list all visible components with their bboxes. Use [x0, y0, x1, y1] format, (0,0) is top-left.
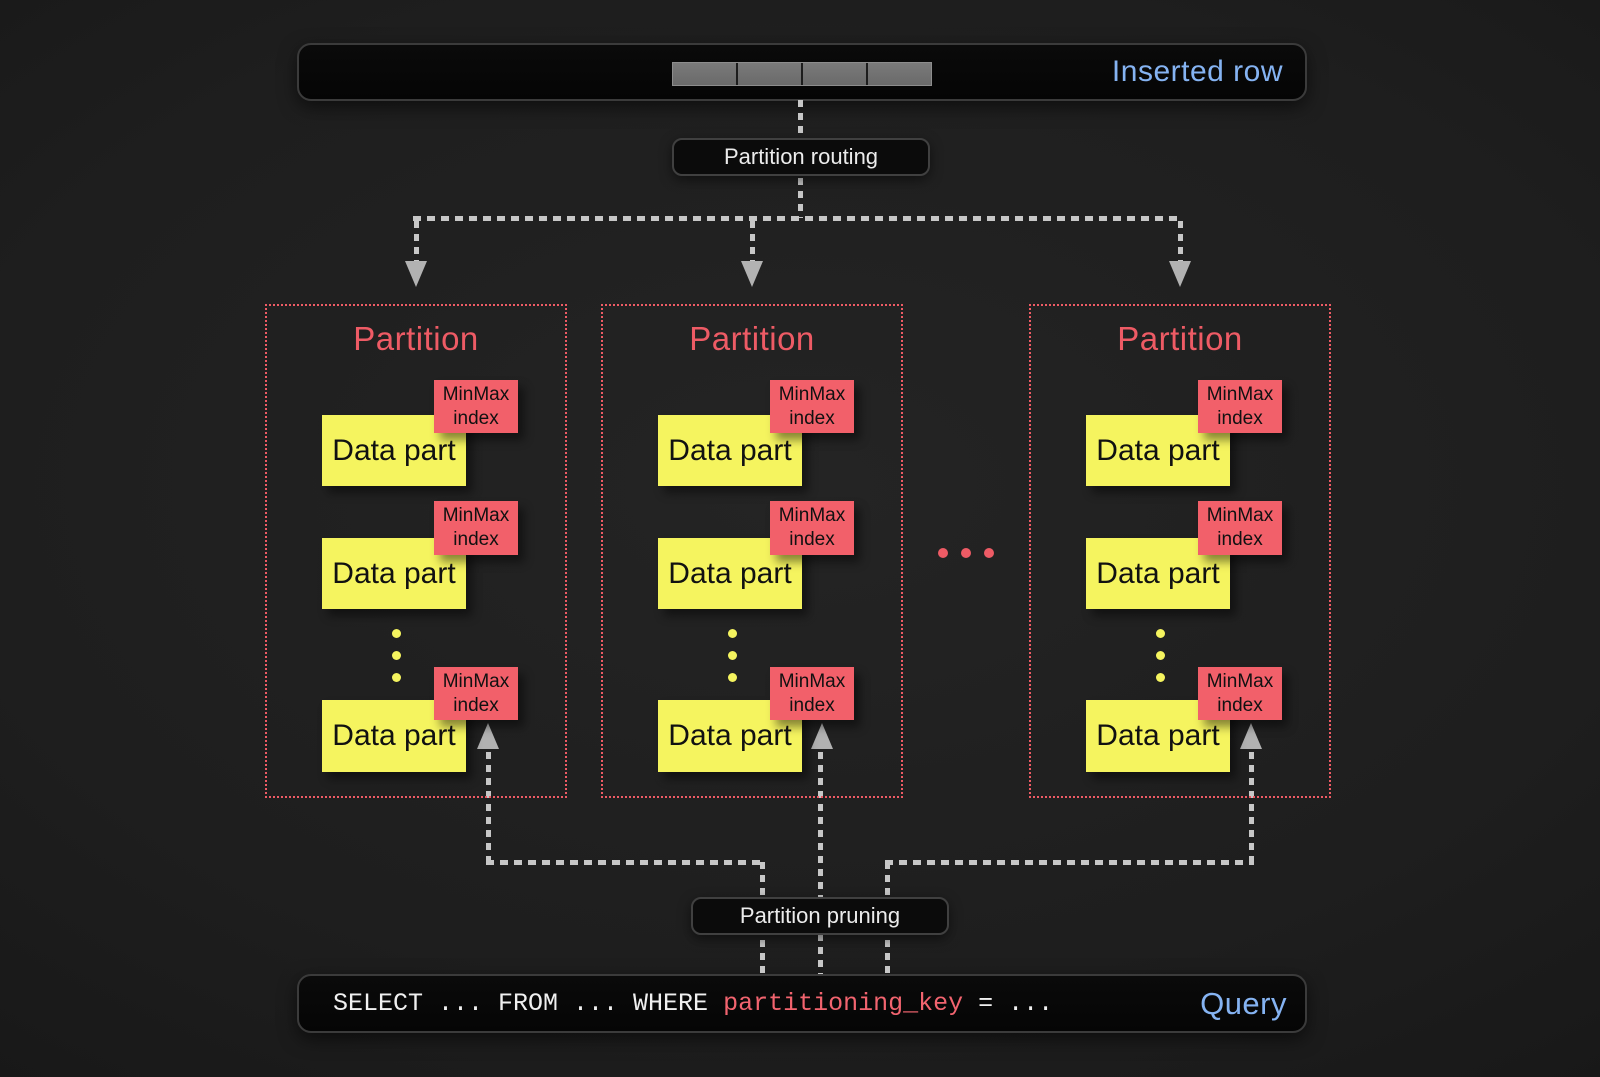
pruning-line-right-vertical [1249, 752, 1254, 864]
arrow-down-icon [405, 261, 427, 287]
more-partitions-ellipsis [938, 548, 994, 558]
row-cell [738, 63, 801, 85]
arrow-up-icon [811, 723, 833, 749]
inserted-row-label: Inserted row [1111, 55, 1283, 88]
arrow-up-icon [477, 723, 499, 749]
minmax-index-badge: MinMax index [1198, 501, 1282, 555]
partition-box: Partition Data part MinMax index Data pa… [265, 304, 567, 798]
inserted-row-panel: Inserted row [297, 43, 1307, 101]
pruning-line-left-horizontal [486, 860, 765, 865]
partition-title: Partition [689, 320, 815, 357]
pruning-line-left-vertical [486, 752, 491, 864]
arrow-down-icon [741, 261, 763, 287]
sql-prefix: SELECT ... FROM ... WHERE [333, 989, 724, 1018]
row-cell [868, 63, 931, 85]
minmax-index-badge: MinMax index [770, 380, 854, 433]
row-cell [673, 63, 736, 85]
minmax-index-badge: MinMax index [770, 667, 854, 720]
more-parts-ellipsis [392, 629, 401, 695]
data-part-box: Data part [322, 700, 466, 772]
query-label: Query [1200, 985, 1287, 1021]
minmax-index-badge: MinMax index [1198, 380, 1282, 433]
routing-branch-middle [750, 221, 755, 261]
sql-partitioning-key: partitioning_key [723, 989, 964, 1018]
partition-box: Partition Data part MinMax index Data pa… [601, 304, 903, 798]
more-parts-ellipsis [1156, 629, 1165, 695]
partition-pruning-pill: Partition pruning [691, 897, 949, 935]
minmax-index-badge: MinMax index [1198, 667, 1282, 720]
routing-line-horizontal [413, 216, 1181, 221]
arrow-down-icon [1169, 261, 1191, 287]
row-cell [803, 63, 866, 85]
pruning-line-middle-vertical [818, 752, 823, 974]
minmax-index-badge: MinMax index [770, 501, 854, 555]
routing-branch-left [414, 221, 419, 261]
partition-routing-pill: Partition routing [672, 138, 930, 176]
more-parts-ellipsis [728, 629, 737, 695]
query-panel: SELECT ... FROM ... WHERE partitioning_k… [297, 974, 1307, 1033]
minmax-index-badge: MinMax index [434, 501, 518, 555]
pruning-line-right-horizontal [885, 860, 1254, 865]
minmax-index-badge: MinMax index [434, 380, 518, 433]
minmax-index-badge: MinMax index [434, 667, 518, 720]
sql-suffix: = ... [963, 989, 1054, 1018]
sql-statement: SELECT ... FROM ... WHERE partitioning_k… [299, 989, 1200, 1018]
partition-box: Partition Data part MinMax index Data pa… [1029, 304, 1331, 798]
routing-branch-right [1178, 221, 1183, 261]
arrow-up-icon [1240, 723, 1262, 749]
partition-title: Partition [353, 320, 479, 357]
data-part-box: Data part [1086, 415, 1230, 486]
inserted-row-cells [672, 62, 932, 86]
partition-title: Partition [1117, 320, 1243, 357]
